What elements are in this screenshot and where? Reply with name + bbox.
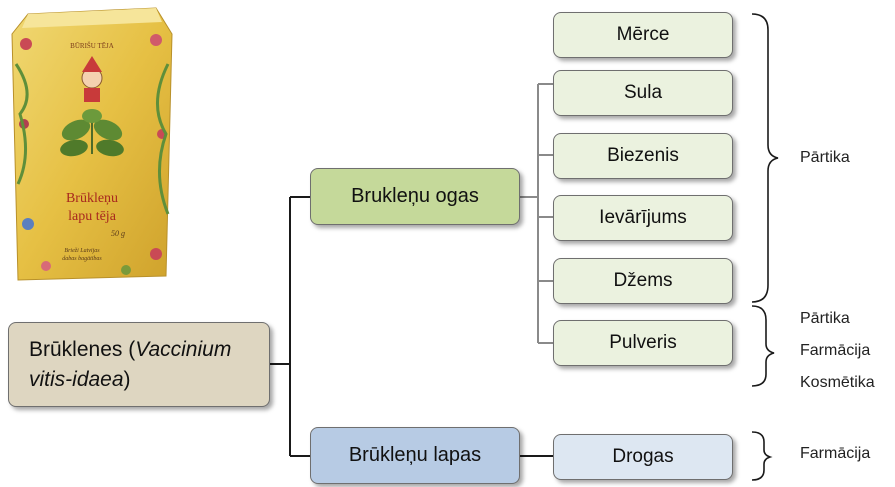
leaf-illustration-icon: [60, 109, 124, 157]
leaf-node-pulveris: Pulveris: [553, 320, 733, 366]
root-label-italic-species: vitis-idaea: [29, 367, 124, 391]
brace-food-pharma-cosmetics: [751, 305, 775, 387]
category-label-food: Pārtika: [800, 149, 850, 166]
leaf-node-dzems: Džems: [553, 258, 733, 304]
root-node-cowberry: Brūklenes (Vaccinium vitis-idaea): [8, 322, 270, 407]
package-title-line1: Brūkleņu: [66, 191, 118, 206]
tea-package-image: BŪRIŠU TĒJA Brūkleņu lapu tēja 50 g Brie…: [11, 7, 173, 281]
root-label-italic-genus: Vaccinium: [135, 337, 232, 361]
leaf-node-ievarijums: Ievārījums: [553, 195, 733, 241]
category-label-pharmacy-2: Farmācija: [800, 445, 871, 462]
brace-pharma: [751, 431, 773, 481]
package-weight: 50 g: [111, 229, 125, 238]
package-note-line1: Brieži Latvijas: [64, 248, 100, 254]
category-label-cosmetics: Kosmētika: [800, 374, 875, 391]
package-note-line2: dabas bagātības: [62, 256, 102, 262]
leaf-node-drogas: Drogas: [553, 434, 733, 480]
category-label-food-2: Pārtika: [800, 310, 850, 327]
brace-food: [751, 13, 779, 303]
leaf-node-sula: Sula: [553, 70, 733, 116]
branch-node-leaves: Brūkleņu lapas: [310, 427, 520, 484]
package-title-line2: lapu tēja: [68, 209, 117, 224]
branch-node-berries: Brukleņu ogas: [310, 168, 520, 225]
leaf-node-merce: Mērce: [553, 12, 733, 58]
root-label-prefix: Brūklenes (: [29, 337, 136, 361]
root-label-suffix: ): [123, 367, 131, 391]
package-brand: BŪRIŠU TĒJA: [70, 42, 114, 50]
flower-decoration-icon: [14, 34, 170, 275]
leaf-node-biezenis: Biezenis: [553, 133, 733, 179]
mascot-icon: [81, 56, 103, 102]
category-label-pharmacy: Farmācija: [800, 342, 871, 359]
